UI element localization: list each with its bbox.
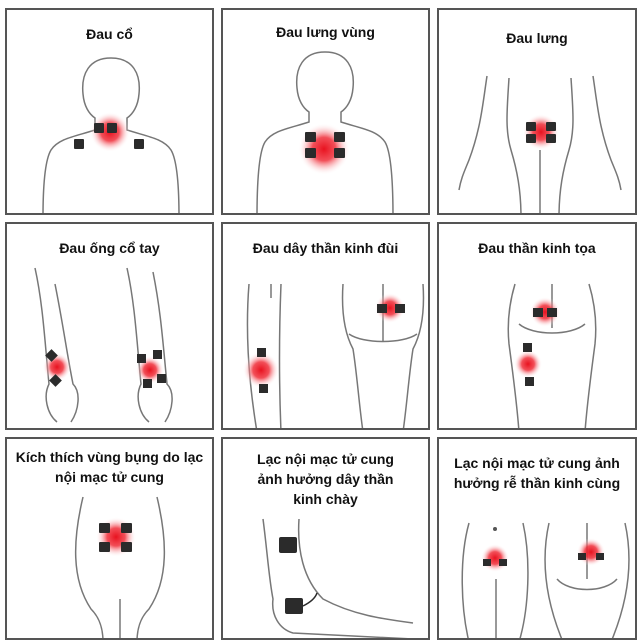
electrode-pad: [526, 122, 536, 131]
electrode-pad: [137, 354, 146, 363]
electrode-pad: [99, 523, 110, 533]
electrode-wire: [303, 593, 317, 606]
electrode-pad: [134, 139, 144, 149]
femoral-illustration: [223, 224, 430, 430]
panel-sacral: Lạc nội mạc tử cung ảnh hưởng rễ thần ki…: [437, 437, 637, 640]
panel-upper-back: Đau lưng vùng: [221, 8, 430, 215]
electrode-pad: [305, 132, 316, 142]
electrode-pad: [334, 132, 345, 142]
electrode-pad: [279, 537, 297, 553]
sciatic-illustration: [439, 224, 637, 430]
panel-femoral: Đau dây thần kinh đùi: [221, 222, 430, 430]
electrode-pad: [94, 123, 104, 133]
electrode-pad: [533, 308, 543, 317]
forearm-outline: [35, 268, 172, 422]
electrode-pad: [257, 348, 266, 357]
navel: [493, 527, 497, 531]
electrode-pad: [305, 148, 316, 158]
electrode-pad: [546, 134, 556, 143]
electrode-pad: [107, 123, 117, 133]
wrist-illustration: [7, 224, 214, 430]
electrode-pad: [121, 523, 132, 533]
electrode-pad: [99, 542, 110, 552]
pelvis-outline: [462, 523, 629, 640]
electrode-pad: [121, 542, 132, 552]
electrode-pad: [523, 343, 532, 352]
electrode-pad: [526, 134, 536, 143]
panel-wrist: Đau ống cổ tay: [5, 222, 214, 430]
electrode-pad: [157, 374, 166, 383]
electrode-pad: [499, 559, 507, 566]
pain-spot: [481, 544, 509, 572]
tibial-illustration: [223, 439, 430, 640]
upper-back-illustration: [223, 10, 430, 215]
panel-tibial: Lạc nội mạc tử cung ảnh hưởng dây thần k…: [221, 437, 430, 640]
pain-spot: [577, 538, 605, 566]
panel-neck: Đau cổ: [5, 8, 214, 215]
panel-abdomen: Kích thích vùng bụng do lạc nội mạc tử c…: [5, 437, 214, 640]
electrode-pad: [525, 377, 534, 386]
panel-lower-back: Đau lưng: [437, 8, 637, 215]
electrode-pad: [259, 384, 268, 393]
electrode-pad: [483, 559, 491, 566]
sacral-illustration: [439, 439, 637, 640]
electrode-pad: [334, 148, 345, 158]
electrode-pad: [377, 304, 387, 313]
electrode-pad: [547, 308, 557, 317]
electrode-pad: [578, 553, 586, 560]
electrode-pad: [285, 598, 303, 614]
neck-illustration: [7, 10, 214, 215]
electrode-pad: [596, 553, 604, 560]
electrode-pad: [395, 304, 405, 313]
electrode-pad: [143, 379, 152, 388]
electrode-pad: [546, 122, 556, 131]
pain-spot: [523, 114, 559, 150]
pain-spot: [243, 352, 279, 388]
abdomen-illustration: [7, 439, 214, 640]
panel-sciatic: Đau thần kinh tọa: [437, 222, 637, 430]
pain-spot: [514, 350, 542, 378]
lower-back-illustration: [439, 10, 637, 215]
electrode-pad: [74, 139, 84, 149]
electrode-pad: [153, 350, 162, 359]
